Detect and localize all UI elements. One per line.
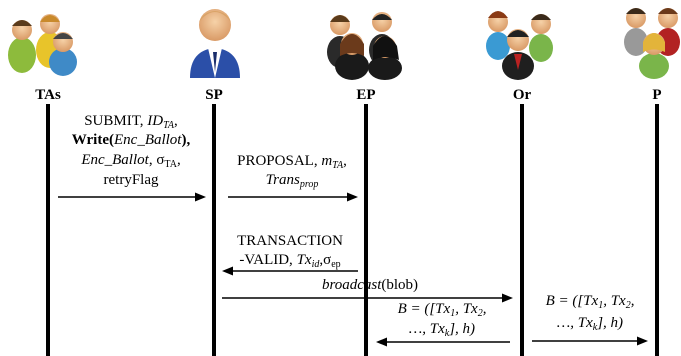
- message-broadcast: broadcast(blob): [222, 277, 513, 303]
- actor-label-sp: SP: [205, 87, 223, 103]
- submit-line-4: retryFlag: [104, 172, 159, 188]
- block-p-line-1: B = ([Tx1, Tx2,: [546, 293, 635, 311]
- block-p-line-2: …, Txk], h): [557, 315, 623, 333]
- arrowhead-broadcast: [502, 293, 513, 303]
- actor-label-tas: TAs: [35, 87, 61, 103]
- ep-group-icon: [327, 12, 402, 80]
- sp-person-icon: [190, 9, 240, 78]
- proposal-line-2: Transprop: [266, 172, 319, 190]
- arrowhead-block-to-p: [637, 336, 648, 346]
- submit-line-3: Enc_Ballot, σTA,: [80, 152, 180, 170]
- submit-line-1: SUBMIT, IDTA,: [84, 113, 178, 131]
- message-block-to-p: B = ([Tx1, Tx2, …, Txk], h): [532, 293, 648, 346]
- transaction-valid-line-2: -VALID, Txid,σep: [239, 252, 340, 270]
- actor-label-or: Or: [513, 87, 532, 103]
- message-transaction-valid: TRANSACTION -VALID, Txid,σep: [222, 233, 358, 276]
- submit-line-2: Write(Enc_Ballot),: [72, 132, 191, 148]
- message-block-to-ep: B = ([Tx1, Tx2, …, Txk], h): [376, 301, 510, 347]
- arrowhead-proposal: [347, 192, 358, 202]
- tas-group-icon: [8, 14, 77, 76]
- broadcast-label: broadcast(blob): [322, 277, 418, 293]
- actor-label-p: P: [652, 87, 661, 103]
- arrowhead-block-to-ep: [376, 337, 387, 347]
- block-or-line-1: B = ([Tx1, Tx2,: [398, 301, 487, 319]
- arrowhead-submit: [195, 192, 206, 202]
- actor-label-ep: EP: [356, 87, 375, 103]
- message-proposal: PROPOSAL, mTA, Transprop: [228, 153, 358, 202]
- arrowhead-transaction-valid: [222, 266, 233, 276]
- block-or-line-2: …, Txk], h): [409, 321, 475, 339]
- p-group-icon: [624, 8, 680, 79]
- proposal-line-1: PROPOSAL, mTA,: [237, 153, 347, 171]
- or-group-icon: [486, 11, 553, 80]
- transaction-valid-line-1: TRANSACTION: [237, 233, 343, 249]
- message-submit: SUBMIT, IDTA, Write(Enc_Ballot), Enc_Bal…: [58, 113, 206, 202]
